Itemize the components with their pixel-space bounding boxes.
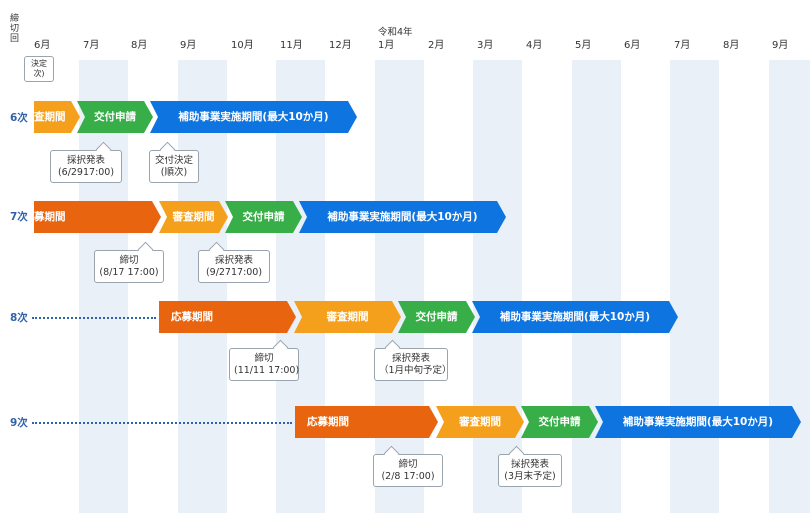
review-period-label: 審査期間 bbox=[459, 416, 501, 428]
grant-application-label: 交付申請 bbox=[538, 416, 581, 428]
row-label-8: 8次 bbox=[10, 312, 28, 324]
grant-application-bar: 交付申請 bbox=[77, 101, 153, 133]
review-period-bar: 審査期間 bbox=[436, 406, 524, 438]
callout-text: 採択発表 (3月末予定) bbox=[504, 459, 556, 482]
lead-dots bbox=[32, 317, 156, 319]
row-label-9: 9次 bbox=[10, 417, 28, 429]
grant-application-bar: 交付申請 bbox=[521, 406, 598, 438]
month-label: 9月 bbox=[180, 40, 197, 51]
month-stripe bbox=[79, 60, 128, 513]
announcement-callout: 採択発表 (3月末予定) bbox=[498, 445, 562, 487]
review-period-bar: 審査期間 bbox=[294, 301, 401, 333]
month-label: 7月 bbox=[674, 40, 691, 51]
review-period-bar: 査期間 bbox=[34, 101, 80, 133]
grant-application-bar: 交付申請 bbox=[225, 201, 302, 233]
announcement-callout: 採択発表 （1月中旬予定） bbox=[374, 339, 452, 381]
announcement-callout: 採択発表 (9/2717:00) bbox=[198, 241, 270, 283]
review-period-label: 査期間 bbox=[34, 111, 66, 123]
review-period-label: 審査期間 bbox=[326, 311, 369, 323]
application-period-label: 応募期間 bbox=[171, 311, 213, 323]
month-label: 6月 bbox=[34, 40, 51, 51]
lead-dots bbox=[32, 422, 292, 424]
callout-text: 交付決定 (順次) bbox=[154, 155, 193, 178]
callout-text: 締切 (11/11 17:00) bbox=[234, 353, 300, 376]
callout-fragment: 決定 次) bbox=[24, 56, 54, 82]
callout-text: 採択発表 (6/2917:00) bbox=[57, 155, 115, 178]
implementation-period-label: 補助事業実施期間(最大10か月) bbox=[622, 416, 774, 428]
callout-text: 採択発表 (9/2717:00) bbox=[205, 255, 263, 278]
implementation-period-bar: 補助事業実施期間(最大10か月) bbox=[150, 101, 357, 133]
grant-decision-callout: 交付決定 (順次) bbox=[149, 141, 199, 183]
month-label: 8月 bbox=[131, 40, 148, 51]
month-label: 4月 bbox=[526, 40, 543, 51]
implementation-period-bar: 補助事業実施期間(最大10か月) bbox=[299, 201, 506, 233]
row-label-6: 6次 bbox=[10, 112, 28, 124]
row-label-7: 7次 bbox=[10, 211, 28, 223]
month-label: 7月 bbox=[83, 40, 100, 51]
grant-application-label: 交付申請 bbox=[415, 311, 458, 323]
month-label: 8月 bbox=[723, 40, 740, 51]
review-period-bar: 審査期間 bbox=[159, 201, 228, 233]
implementation-period-bar: 補助事業実施期間(最大10か月) bbox=[595, 406, 801, 438]
callout-text: 締切 (8/17 17:00) bbox=[99, 255, 159, 278]
month-label: 2月 bbox=[428, 40, 445, 51]
implementation-period-label: 補助事業実施期間(最大10か月) bbox=[178, 111, 329, 123]
deadline-callout: 締切 (8/17 17:00) bbox=[94, 241, 164, 283]
application-period-label: 募期間 bbox=[34, 211, 66, 223]
application-period-label: 応募期間 bbox=[307, 416, 349, 428]
deadline-callout: 締切 (11/11 17:00) bbox=[229, 339, 300, 381]
deadline-round-header: 締切回 bbox=[10, 14, 20, 44]
month-stripe bbox=[769, 60, 810, 513]
callout-pointer bbox=[137, 241, 154, 258]
callout-text: 採択発表 （1月中旬予定） bbox=[379, 353, 452, 376]
review-period-label: 審査期間 bbox=[172, 211, 215, 223]
application-period-bar: 募期間 bbox=[34, 201, 161, 233]
implementation-period-bar: 補助事業実施期間(最大10か月) bbox=[472, 301, 678, 333]
deadline-callout: 締切 (2/8 17:00) bbox=[373, 445, 443, 487]
month-stripe bbox=[670, 60, 719, 513]
month-stripe bbox=[178, 60, 227, 513]
announcement-callout: 採択発表 (6/2917:00) bbox=[50, 141, 122, 183]
month-label: 5月 bbox=[575, 40, 592, 51]
implementation-period-label: 補助事業実施期間(最大10か月) bbox=[327, 211, 478, 223]
month-label: 11月 bbox=[280, 40, 303, 51]
grant-application-label: 交付申請 bbox=[94, 111, 136, 123]
month-label: 3月 bbox=[477, 40, 494, 51]
month-label: 12月 bbox=[329, 40, 352, 51]
month-label: 1月 bbox=[378, 40, 395, 51]
implementation-period-label: 補助事業実施期間(最大10か月) bbox=[499, 311, 651, 323]
year-label: 令和4年 bbox=[378, 27, 413, 38]
month-stripe bbox=[572, 60, 621, 513]
grant-application-bar: 交付申請 bbox=[398, 301, 475, 333]
application-period-bar: 応募期間 bbox=[159, 301, 296, 333]
month-label: 9月 bbox=[772, 40, 789, 51]
month-stripe bbox=[375, 60, 424, 513]
month-label: 10月 bbox=[231, 40, 254, 51]
grant-application-label: 交付申請 bbox=[242, 211, 285, 223]
month-label: 6月 bbox=[624, 40, 641, 51]
month-stripe bbox=[473, 60, 522, 513]
application-period-bar: 応募期間 bbox=[295, 406, 438, 438]
callout-text: 締切 (2/8 17:00) bbox=[381, 459, 435, 482]
